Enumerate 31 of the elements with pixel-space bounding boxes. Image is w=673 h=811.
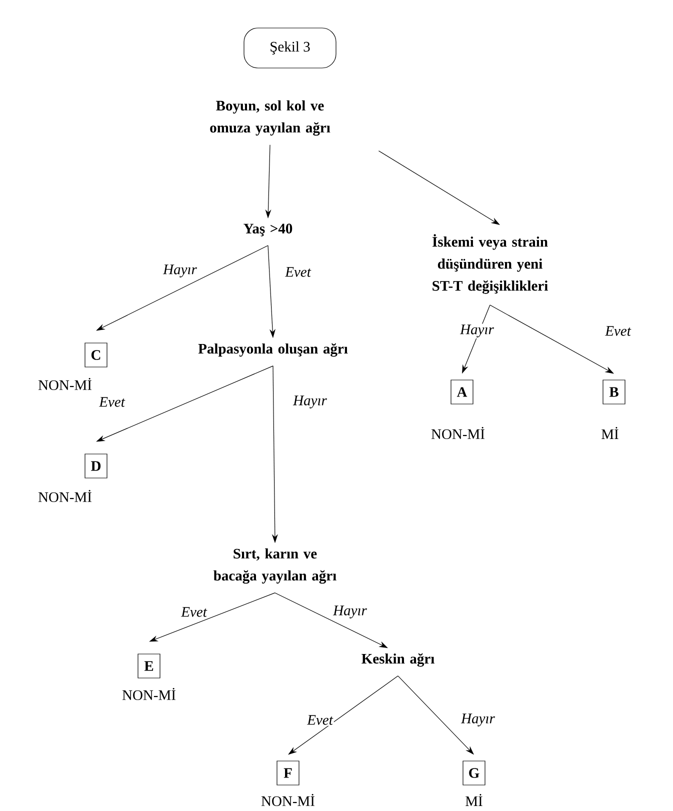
question-text: Sırt, karın ve bacağa yayılan ağrı bbox=[214, 548, 336, 584]
outcome-label: NON-Mİ bbox=[261, 794, 314, 806]
outcome-box: E bbox=[138, 654, 160, 678]
outcome-box: F bbox=[276, 760, 300, 786]
edge-label: Hayır bbox=[460, 712, 496, 728]
outcome-box: C bbox=[84, 342, 108, 368]
edge-label: Hayır bbox=[332, 604, 368, 620]
edge-label: Hayır bbox=[459, 324, 495, 338]
outcome-label: NON-Mİ bbox=[122, 688, 176, 700]
edge-label: Evet bbox=[98, 396, 126, 408]
question-text: Boyun, sol kol ve omuza yayılan ağrı bbox=[210, 100, 330, 136]
outcome-label: Mİ bbox=[602, 427, 618, 439]
outcome-box: G bbox=[462, 760, 486, 786]
question-text: Palpasyonla oluşan ağrı bbox=[198, 343, 348, 357]
edge-label: Evet bbox=[180, 606, 208, 618]
outcome-box: A bbox=[450, 380, 474, 404]
edge-label: Evet bbox=[604, 325, 632, 337]
edge-label: Evet bbox=[284, 266, 312, 278]
outcome-label: NON-Mİ bbox=[38, 378, 92, 390]
edge-label: Hayır bbox=[292, 394, 328, 410]
outcome-label: NON-Mİ bbox=[431, 426, 484, 440]
question-text: Yaş >40 bbox=[244, 224, 292, 236]
caption-bubble: Şekil 3 bbox=[244, 28, 336, 68]
edge-label: Hayır bbox=[162, 264, 198, 278]
outcome-box: B bbox=[602, 380, 626, 404]
outcome-box: D bbox=[84, 454, 108, 478]
question-text: İskemi veya strain düşündüren yeni ST-T değişiklikleri bbox=[432, 234, 548, 294]
edge-label: Evet bbox=[306, 714, 334, 726]
outcome-label: Mİ bbox=[466, 794, 482, 806]
outcome-label: NON-Mİ bbox=[38, 490, 92, 502]
question-text: Keskin ağrı bbox=[362, 653, 434, 667]
